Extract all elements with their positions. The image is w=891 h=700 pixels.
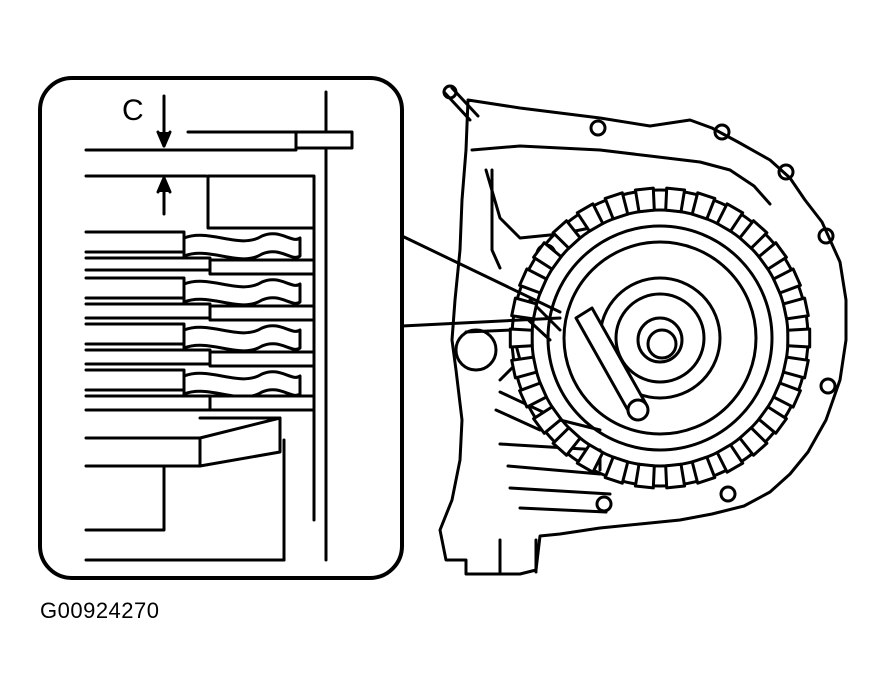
transaxle-housing bbox=[438, 84, 848, 576]
drum-tooth bbox=[551, 219, 582, 250]
drum-tooth bbox=[603, 191, 630, 221]
drum-tooth bbox=[715, 202, 745, 233]
drum-tooth bbox=[633, 186, 656, 214]
drum-tooth bbox=[757, 241, 788, 271]
figure-id: G00924270 bbox=[40, 598, 160, 623]
drum-tooth bbox=[781, 355, 810, 380]
drum-spline-teeth bbox=[508, 186, 812, 490]
drum-tooth bbox=[532, 241, 563, 271]
drum-tooth bbox=[786, 327, 812, 349]
drum-tooth bbox=[772, 267, 802, 295]
drum-tooth bbox=[508, 327, 534, 349]
drum-tooth bbox=[781, 296, 810, 321]
drum-tooth bbox=[738, 426, 769, 457]
drum-tooth bbox=[510, 296, 539, 321]
clutch-drum bbox=[508, 186, 812, 490]
detail-inset bbox=[38, 76, 404, 580]
drum-tooth bbox=[715, 443, 745, 474]
callout-leader bbox=[400, 234, 562, 328]
drum-tooth bbox=[690, 191, 717, 221]
drum-tooth bbox=[633, 462, 656, 490]
drum-tooth bbox=[575, 202, 605, 233]
drum-tooth bbox=[518, 267, 548, 295]
drum-tooth bbox=[551, 426, 582, 457]
feeler-gauge bbox=[574, 306, 650, 422]
drum-tooth bbox=[603, 455, 630, 485]
drum-tooth bbox=[532, 405, 563, 435]
drum-tooth bbox=[738, 219, 769, 250]
drum-tooth bbox=[757, 405, 788, 435]
drum-tooth bbox=[510, 355, 539, 380]
drum-tooth bbox=[690, 455, 717, 485]
drum-tooth bbox=[664, 186, 687, 214]
drum-tooth bbox=[664, 462, 687, 490]
drum-tooth bbox=[575, 443, 605, 474]
clearance-label: C bbox=[122, 94, 144, 127]
drum-tooth bbox=[772, 381, 802, 409]
drum-tooth bbox=[518, 381, 548, 409]
